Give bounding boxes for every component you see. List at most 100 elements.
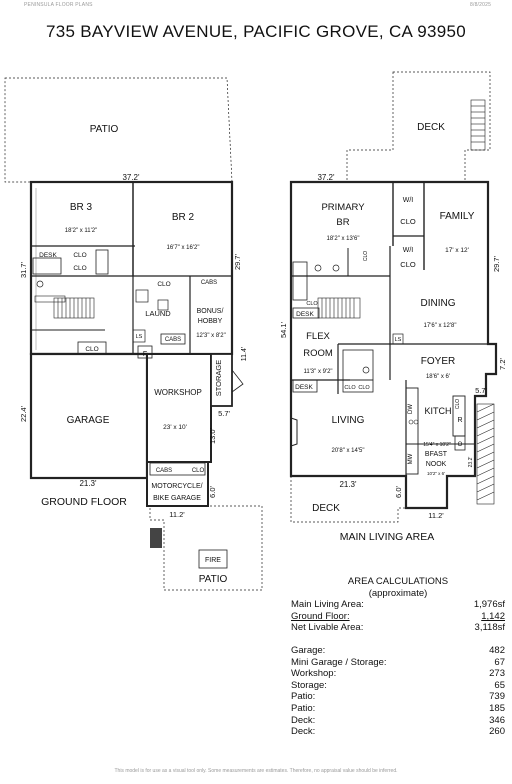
- mf-desk-label-1: DESK: [296, 311, 314, 318]
- area-value: 739: [489, 691, 505, 703]
- area-row: Storage: 65: [291, 680, 505, 692]
- deck-bottom-label: DECK: [312, 503, 340, 514]
- area-value: 346: [489, 714, 505, 726]
- area-value: 1,142: [481, 610, 505, 622]
- workshop-height: 13.0': [208, 427, 217, 444]
- mf-clo-label-4: CLO: [306, 301, 318, 307]
- ground-floor-caption: GROUND FLOOR: [41, 496, 127, 508]
- mf-desk-label-2: DESK: [295, 384, 313, 391]
- bonus-line2: HOBBY: [198, 318, 223, 325]
- mf-ls-label: LS: [395, 337, 402, 343]
- deck-bottom-outline: [290, 475, 407, 523]
- kitchen-ext: 5.7': [475, 386, 487, 395]
- area-row: Deck:346: [291, 715, 505, 727]
- area-row: Deck:260: [291, 726, 505, 738]
- gf-f-label: F: [143, 351, 147, 358]
- dining-name: DINING: [421, 298, 456, 309]
- gf-cabs-label-1: CABS: [201, 280, 217, 286]
- area-row: Garage:482: [291, 645, 505, 657]
- mf-right-height: 29.7': [492, 255, 501, 272]
- mf-clo-label-3: CLO: [363, 251, 369, 261]
- bfast-size: 10'2" x 6': [427, 471, 445, 476]
- living-size: 20'8" x 14'5": [332, 448, 365, 454]
- area-value: 65: [494, 679, 505, 691]
- area-row: Ground Floor: 1,142: [291, 611, 505, 623]
- deck-top-label: DECK: [417, 122, 445, 133]
- area-label: Ground Floor:: [291, 610, 350, 622]
- disclaimer-footer: This model is for use as a visual tool o…: [114, 768, 398, 774]
- gf-clo-label-3: CLO: [157, 281, 170, 288]
- gf-ls-label: LS: [136, 334, 143, 340]
- area-row: Main Living Area:1,976sf: [291, 599, 505, 611]
- br3-size: 18'2" x 11'2": [65, 228, 97, 234]
- flex-line1: FLEX: [306, 331, 330, 342]
- gf-clo-label-4: CLO: [85, 346, 98, 353]
- patio-bottom-outline: [149, 505, 263, 591]
- area-value: 185: [489, 702, 505, 714]
- area-label: Storage:: [291, 679, 327, 691]
- gf-clo-label-5: CLO: [192, 468, 205, 474]
- patio-top-label: PATIO: [90, 124, 119, 135]
- kitch-name: KITCH: [425, 406, 452, 416]
- family-size: 17' x 12': [445, 247, 469, 254]
- mf-top-width: 37.2': [317, 173, 335, 182]
- main-floor-plan: [289, 71, 498, 523]
- mf-clo-label-7: CLO: [455, 399, 461, 409]
- gf-desk-label: DESK: [39, 252, 57, 259]
- moto-height: 6.0': [208, 486, 217, 498]
- fire-label: FIRE: [205, 557, 221, 564]
- garage-label: GARAGE: [67, 415, 110, 426]
- area-row: Net Livable Area: 3,118sf: [291, 622, 505, 634]
- area-value: 260: [489, 726, 505, 738]
- area-label: Net Livable Area:: [291, 622, 364, 634]
- stair-dim: 23.2': [468, 457, 474, 468]
- area-calc-subtitle: (approximate): [368, 587, 428, 599]
- ground-floor-plan: [4, 77, 263, 591]
- storage-label: STORAGE: [214, 360, 223, 397]
- foyer-height: 7.2': [498, 358, 507, 370]
- workshop-name: WORKSHOP: [154, 388, 202, 397]
- workshop-walls: [146, 353, 212, 463]
- workshop-size: 23' x 10': [163, 424, 187, 431]
- br2-name: BR 2: [172, 212, 195, 223]
- flex-line2: ROOM: [303, 348, 333, 359]
- primary-size: 18'2" x 13'6": [327, 236, 360, 242]
- gf-bottom-width: 21.3': [79, 479, 97, 488]
- moto-line2: BIKE GARAGE: [153, 495, 201, 502]
- main-living-caption: MAIN LIVING AREA: [340, 531, 435, 543]
- page-title: 735 BAYVIEW AVENUE, PACIFIC GROVE, CA 93…: [45, 22, 467, 41]
- date-label: 8/8/2025: [470, 2, 492, 8]
- family-name: FAMILY: [440, 211, 475, 222]
- area-value: 3,118sf: [474, 622, 505, 634]
- mf-clo-label-6: CLO: [358, 385, 370, 391]
- area-label: Main Living Area:: [291, 599, 364, 611]
- bfast-line2: NOOK: [426, 461, 447, 468]
- br3-name: BR 3: [70, 202, 93, 213]
- laund-label: LAUND: [145, 309, 171, 318]
- mf-clo-label-2: CLO: [400, 260, 416, 269]
- deck-top-stairs: [470, 99, 486, 151]
- nook-height: 6.0': [394, 486, 403, 498]
- patio-bottom-label: PATIO: [199, 574, 228, 585]
- area-row: Patio: 185: [291, 703, 505, 715]
- flex-size: 11'3" x 9'2": [303, 369, 332, 375]
- gf-clo-label-2: CLO: [73, 265, 86, 272]
- area-label: Patio:: [291, 702, 316, 714]
- area-row: Patio:739: [291, 691, 505, 703]
- storage-width: 5.7': [218, 409, 230, 418]
- moto-garage-walls: [146, 461, 209, 507]
- living-name: LIVING: [332, 415, 365, 426]
- upper-level-walls: [29, 180, 234, 356]
- o-label: O: [458, 442, 463, 448]
- area-label: Workshop:: [291, 668, 337, 680]
- area-value: 67: [494, 656, 505, 668]
- mw-label: MW: [408, 453, 414, 464]
- moto-line1: MOTORCYCLE/: [151, 483, 202, 490]
- br2-size: 16'7" x 16'2": [167, 245, 200, 251]
- gf-cabs-label-3: CABS: [156, 468, 172, 474]
- area-value: 273: [489, 668, 505, 680]
- area-label: Mini Garage / Storage:: [291, 656, 387, 668]
- nook-width: 11.2': [428, 511, 444, 520]
- area-row: Mini Garage / Storage: 67: [291, 657, 505, 669]
